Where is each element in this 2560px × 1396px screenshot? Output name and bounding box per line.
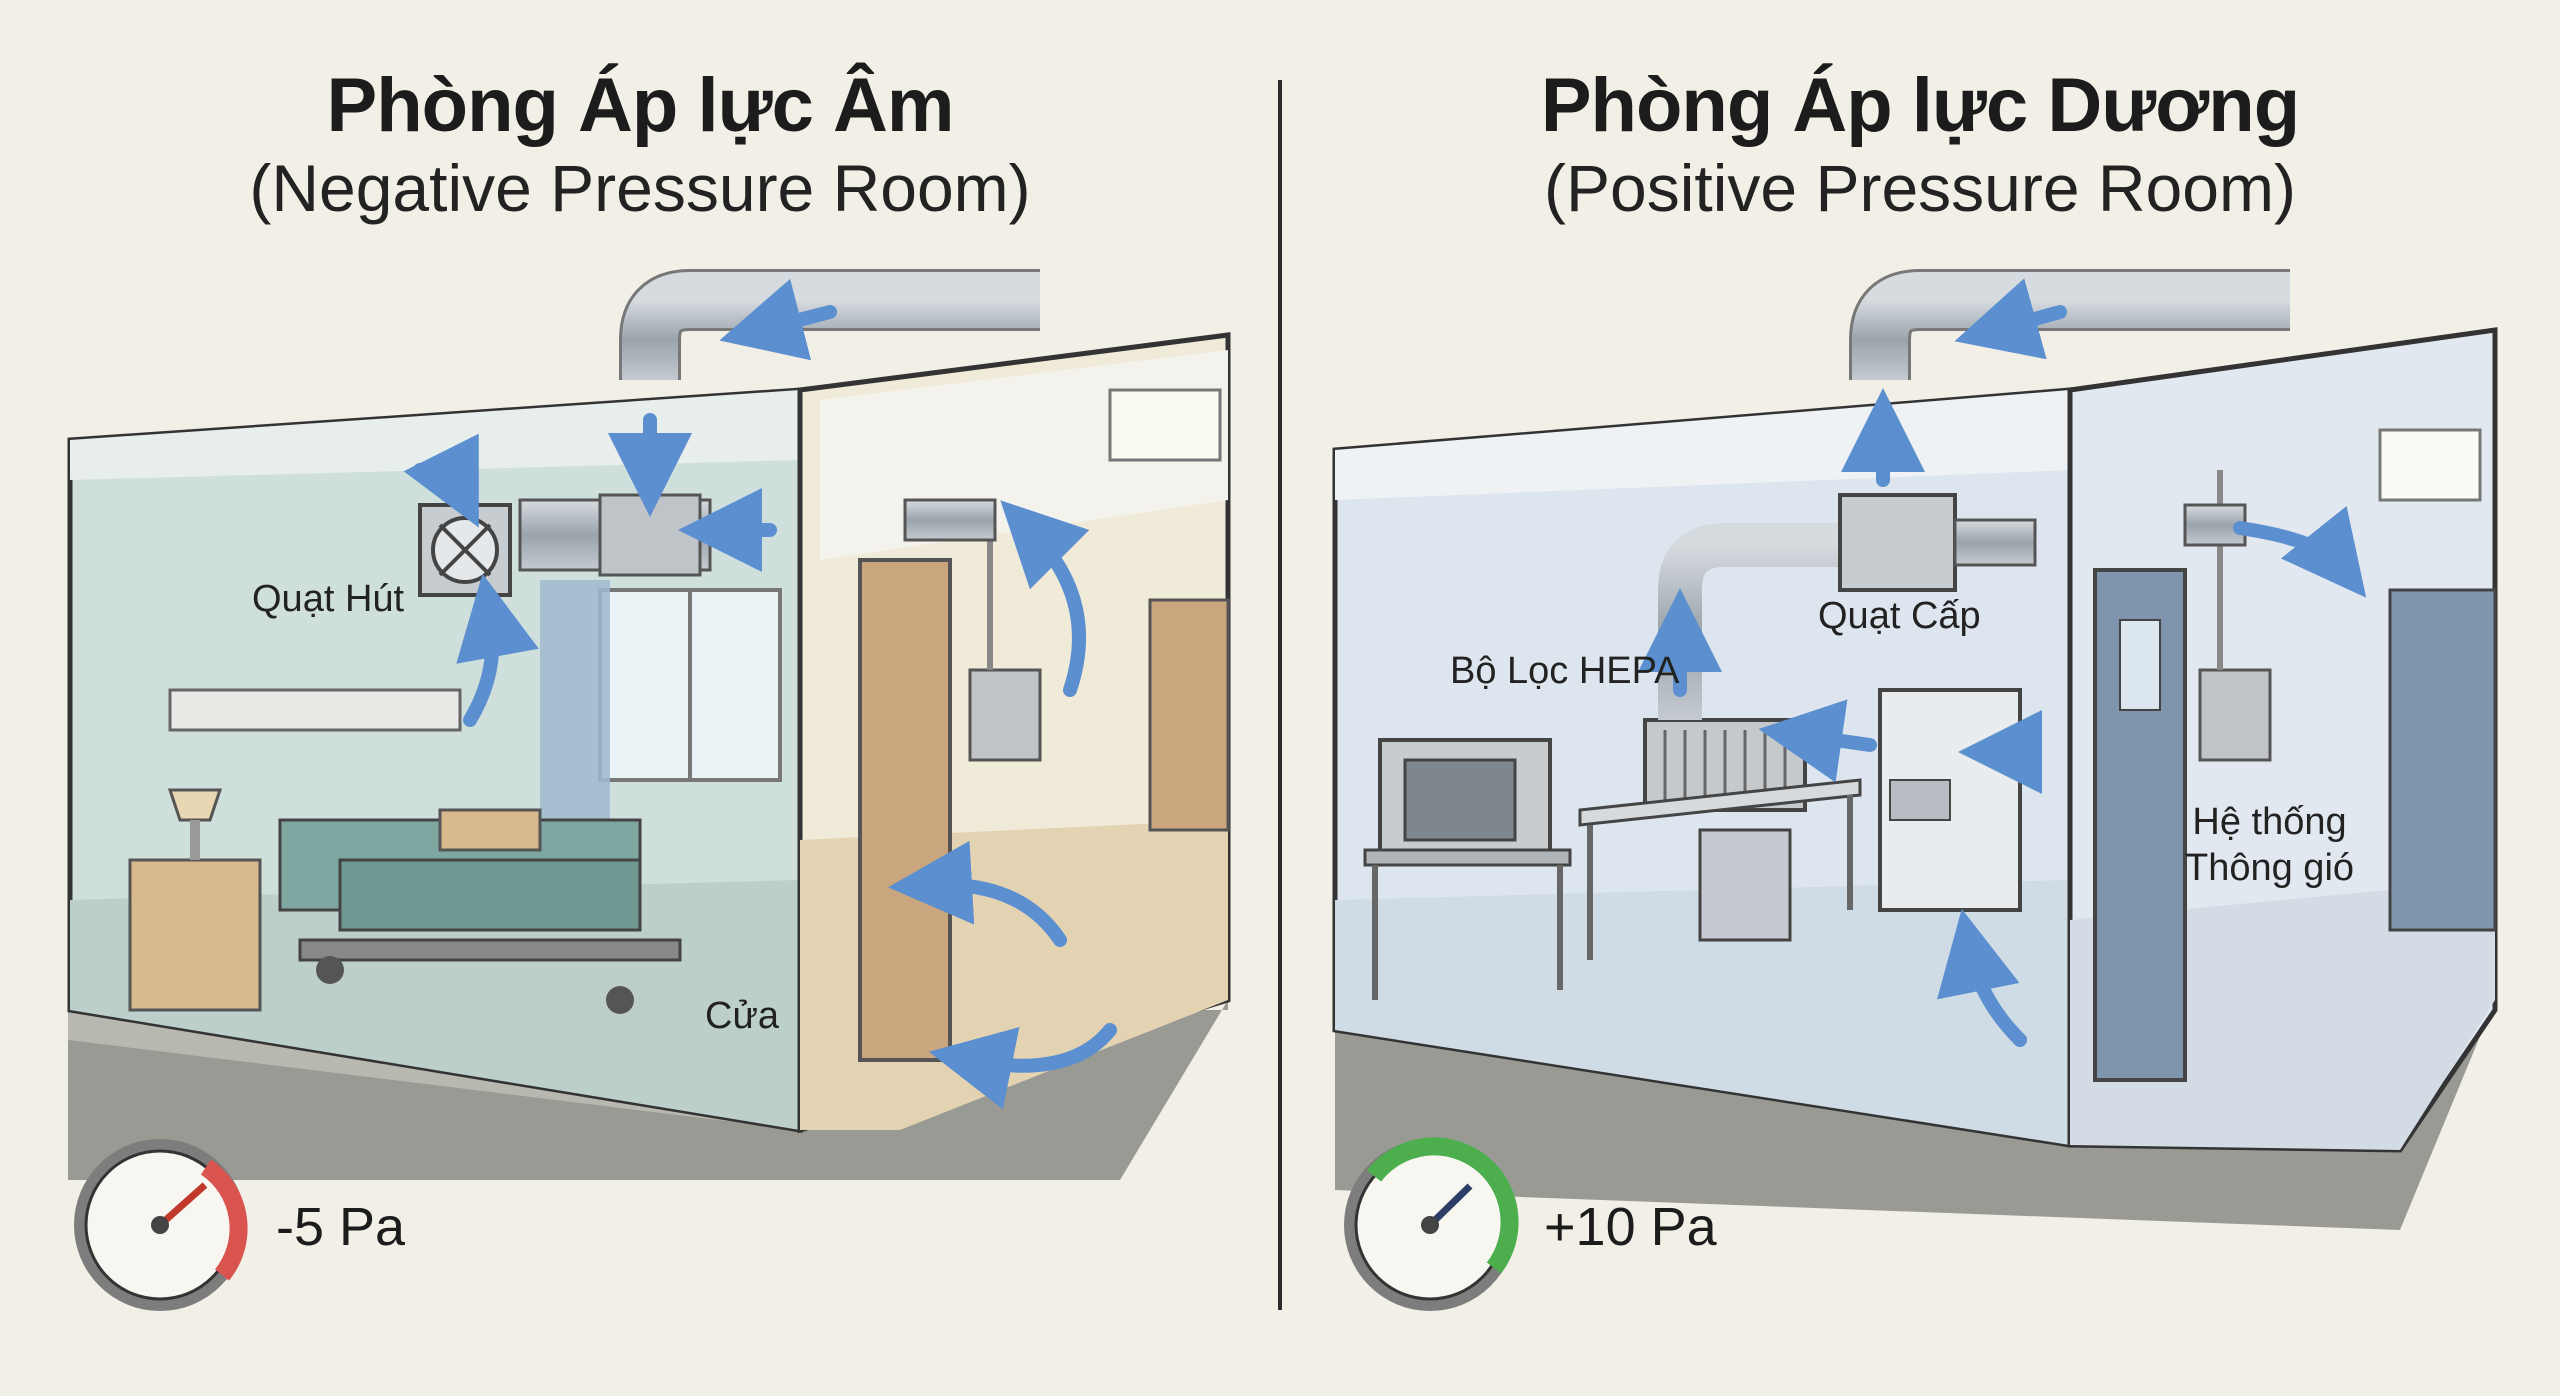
label-supply-fan: Quạt Cấp [1818, 595, 1981, 637]
supply-fan-icon [1838, 493, 1957, 592]
clean-room [1332, 387, 2073, 1148]
door-icon [858, 558, 952, 1062]
label-exhaust-fan: Quạt Hút [252, 578, 405, 620]
airflow-arrows [403, 278, 1117, 1110]
pressure-gauge-icon [1344, 1137, 1519, 1311]
label-door: Cửa [705, 995, 780, 1037]
patient-room [67, 387, 803, 1133]
airflow-arrows [1638, 278, 2367, 1047]
negative-pressure-panel: Phòng Áp lực Âm (Negative Pressure Room) [67, 63, 1231, 1311]
label-ventilation-line2: Thông gió [2185, 846, 2355, 889]
pressure-value: -5 Pa [276, 1197, 406, 1257]
label-ventilation-system: Hệ thống Thông gió [2185, 800, 2354, 891]
panel-title: Phòng Áp lực Âm [326, 63, 955, 148]
supply-duct [1849, 269, 2290, 380]
exhaust-duct [619, 269, 1040, 380]
panel-divider [1278, 80, 1282, 1310]
pressure-value: +10 Pa [1544, 1197, 1717, 1257]
corridor [797, 332, 1231, 1134]
panel-title: Phòng Áp lực Dương [1540, 63, 2300, 148]
pressure-gauge-icon [74, 1139, 248, 1311]
label-ventilation-line1: Hệ thống [2192, 801, 2347, 843]
panel-subtitle: (Positive Pressure Room) [1544, 151, 2296, 225]
ventilation-control-icon [2198, 668, 2272, 762]
positive-pressure-panel: Phòng Áp lực Dương (Positive Pressure Ro… [1280, 0, 2560, 1396]
negative-room-illustration [67, 269, 1231, 1311]
anteroom [2067, 327, 2498, 1153]
panel-subtitle: (Negative Pressure Room) [249, 151, 1031, 225]
positive-room-illustration [1332, 269, 2498, 1311]
label-hepa-filter: Bộ Lọc HEPA [1450, 650, 1680, 692]
